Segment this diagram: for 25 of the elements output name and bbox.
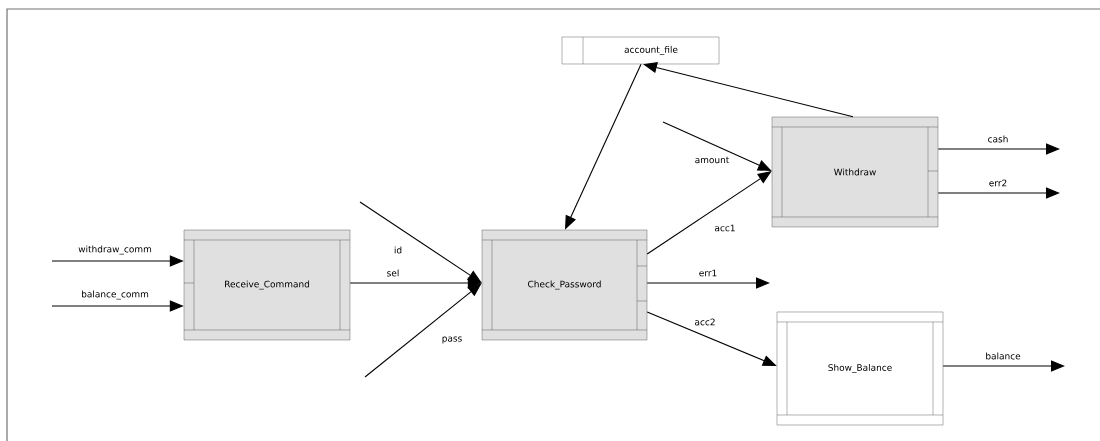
arrow — [937, 143, 1060, 155]
edge-label: err2 — [987, 178, 1009, 188]
edge-label: amount — [693, 155, 731, 165]
edge-label: cash — [986, 134, 1010, 144]
arrow — [646, 171, 772, 255]
process-box: Receive_Command — [183, 229, 351, 341]
arrow — [937, 187, 1060, 199]
edge-label: balance — [984, 351, 1022, 361]
data-store: account_file — [561, 36, 720, 65]
arrow — [364, 283, 482, 378]
process-box: Show_Balance — [776, 311, 944, 426]
process-box: Withdraw — [771, 116, 939, 228]
process-box: Check_Password — [481, 229, 648, 341]
edge-label: acc2 — [693, 317, 717, 327]
arrow — [646, 277, 770, 289]
edge-label: sel — [385, 268, 401, 278]
edge-label: withdraw_comm — [77, 244, 153, 256]
arrow — [359, 201, 482, 283]
arrow — [942, 360, 1065, 372]
edge-label: pass — [440, 335, 464, 345]
edge-label: acc1 — [713, 223, 737, 233]
edge-label: balance_comm — [80, 289, 150, 301]
arrow — [643, 62, 854, 118]
edge-label: err1 — [697, 268, 719, 278]
edge-label: id — [392, 245, 404, 255]
